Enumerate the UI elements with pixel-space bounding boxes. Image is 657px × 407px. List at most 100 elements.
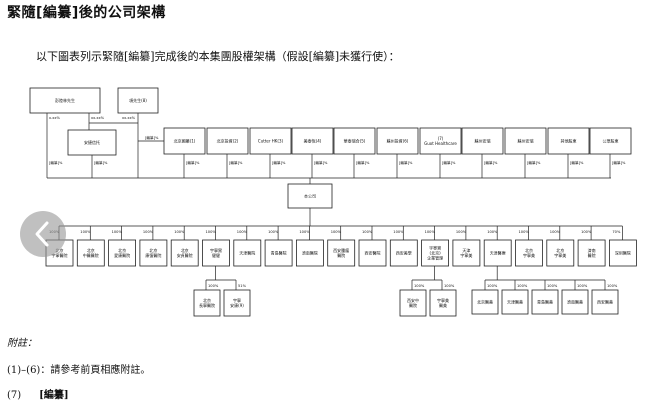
- shareholder-box-label: 其他股東: [561, 137, 577, 143]
- level3-box: [429, 289, 457, 317]
- ownership-percentage: 100%: [577, 284, 588, 288]
- ownership-percentage: 100%: [299, 230, 310, 234]
- ownership-percentage: 100%: [550, 230, 561, 234]
- shareholder-box-label: Cutter HK(3): [258, 138, 284, 143]
- ownership-percentage: 100%: [208, 284, 219, 288]
- level3-box-label: 天津醫美: [507, 298, 523, 304]
- shareholder-box-label: 蘇州安瑞: [475, 137, 491, 143]
- subsidiary-box: [389, 239, 418, 267]
- subsidiary-box: [421, 239, 450, 267]
- shareholder-box-label: 項先生(8): [129, 97, 147, 103]
- subsidiary-box-label: 宇寧醫院: [52, 252, 68, 258]
- subsidiary-box: [139, 239, 168, 267]
- shareholder-box-label: 安捷信托: [84, 139, 100, 145]
- chevron-left-icon: [35, 221, 49, 247]
- subsidiary-box-label: 北京: [525, 247, 533, 253]
- ownership-percentage: [編纂]%: [314, 160, 328, 165]
- company-box: [287, 183, 333, 209]
- shareholder-box: [589, 127, 632, 155]
- shareholder-box: [461, 127, 504, 155]
- subsidiary-box-label: 宇寧實: [210, 247, 222, 253]
- ownership-percentage: [編纂]%: [570, 160, 584, 165]
- level3-box: [591, 289, 619, 315]
- ownership-percentage: 100%: [206, 230, 217, 234]
- level3-box-label: 長寧醫院: [199, 302, 215, 308]
- level3-box-label: 青島醫美: [537, 298, 553, 304]
- level3-box-label: 濟南醫美: [567, 298, 583, 304]
- shareholder-box: [249, 127, 292, 155]
- level3-box: [471, 289, 499, 315]
- subsidiary-box-label: 北京: [149, 247, 157, 253]
- level3-box-label: 西安醫美: [597, 298, 613, 304]
- ownership-percentage: 100%: [519, 230, 530, 234]
- level3-box-label: 宇寧美: [437, 297, 449, 303]
- subsidiary-box-label: 西安腫瘤: [333, 247, 349, 253]
- page-title: 緊隨[編纂]後的公司架構: [7, 5, 166, 21]
- ownership-percentage: [編纂]%: [527, 160, 541, 165]
- shareholder-box-label: (7): [438, 136, 444, 141]
- subsidiary-box-label: 天津醫療: [490, 249, 506, 255]
- ownership-percentage: 51%: [238, 284, 247, 288]
- subsidiary-box-label: 深圳醫院: [615, 249, 631, 255]
- subsidiary-box-label: 企業管理: [427, 254, 443, 260]
- subsidiary-box-label: 健健: [212, 252, 220, 258]
- ownership-percentage: 100%: [237, 230, 248, 234]
- shareholder-box: [29, 87, 101, 114]
- shareholder-box: [547, 127, 590, 155]
- subsidiary-box-label: 醫院: [337, 252, 345, 258]
- ownership-chart: 彭陸林先生項先生(8)安捷信托x.xx%xx.xx%xx.xx%[編纂]%北京國…: [29, 87, 637, 317]
- subsidiary-box-label: 宇寧美: [523, 252, 535, 258]
- shareholder-box: [291, 127, 334, 155]
- notes-heading: 附註：: [7, 338, 37, 349]
- subsidiary-box-label: 北京: [87, 247, 95, 253]
- subsidiary-box-label: 宇寧實: [429, 244, 441, 250]
- subsidiary-box-label: 濟南醫院: [302, 249, 318, 255]
- level3-box: [399, 289, 427, 317]
- ownership-percentage: [編纂]%: [272, 160, 286, 165]
- ownership-percentage: [編纂]%: [399, 160, 413, 165]
- ownership-percentage: 100%: [517, 284, 528, 288]
- subsidiary-box: [483, 239, 512, 267]
- subsidiary-box: [358, 239, 387, 267]
- shareholder-box: [206, 127, 249, 155]
- ownership-percentage: 100%: [581, 230, 592, 234]
- ownership-percentage: 100%: [362, 230, 373, 234]
- shareholder-box-label: Guot Healthcare: [424, 141, 457, 146]
- shareholder-box: [117, 87, 159, 114]
- shareholder-box: [376, 127, 419, 155]
- shareholder-box-label: 美泰悅(4): [304, 137, 322, 143]
- subsidiary-box-label: (北京): [430, 249, 442, 255]
- shareholder-box-label: 北京投資(2): [217, 137, 239, 143]
- subsidiary-box: [452, 239, 481, 267]
- subsidiary-box-label: 中醫醫院: [83, 252, 99, 258]
- subsidiary-box: [546, 239, 575, 267]
- subsidiary-box-label: 愛康醫院: [114, 252, 130, 258]
- subsidiary-box-label: 宇寧美: [460, 252, 472, 258]
- subsidiary-box-label: 北京: [118, 247, 126, 253]
- subsidiary-box-label: 天津: [462, 247, 470, 253]
- ownership-percentage: [編纂]%: [145, 135, 159, 140]
- previous-page-button[interactable]: [20, 211, 66, 257]
- note-7-value: [編纂]: [39, 390, 69, 401]
- ownership-percentage: 100%: [331, 230, 342, 234]
- subsidiary-box-label: 濟南: [588, 247, 596, 253]
- ownership-percentage: [編纂]%: [356, 160, 370, 165]
- shareholder-box: [67, 129, 117, 156]
- ownership-percentage: x.xx%: [49, 116, 61, 120]
- subsidiary-box-label: 北京: [181, 247, 189, 253]
- subsidiary-box-label: 安貞醫院: [177, 252, 193, 258]
- company-box-label: 本公司: [304, 192, 316, 198]
- ownership-percentage: 100%: [414, 284, 425, 288]
- ownership-percentage: xx.xx%: [122, 116, 136, 120]
- subsidiary-box: [264, 239, 293, 267]
- ownership-percentage: 100%: [143, 230, 154, 234]
- subsidiary-box: [515, 239, 543, 267]
- level3-box-label: 安康(9): [230, 302, 244, 308]
- subsidiary-box: [202, 239, 230, 267]
- ownership-percentage: 100%: [487, 230, 498, 234]
- shareholder-box-label: 蘇州投資(6): [387, 137, 409, 143]
- level3-box: [561, 289, 589, 315]
- ownership-percentage: 100%: [393, 230, 404, 234]
- ownership-percentage: [編纂]%: [186, 160, 200, 165]
- level3-box-label: 西安中: [407, 297, 419, 303]
